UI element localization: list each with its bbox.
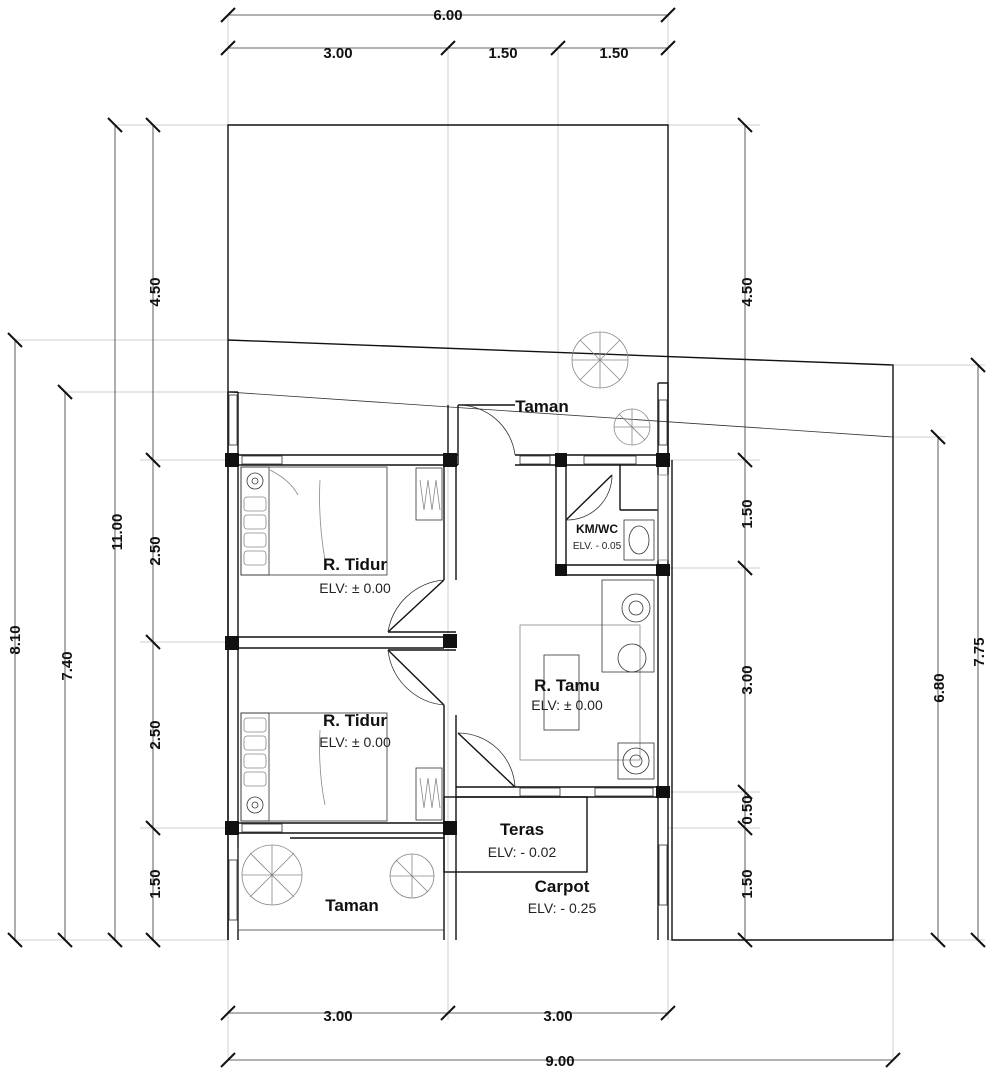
dim-left-seg-1: 4.50 [147,277,164,306]
elv-tamu: ELV: ± 0.00 [531,697,603,713]
dim-left-seg-2: 2.50 [147,536,164,565]
plant-bottom-shrub [241,844,303,906]
left-dimension-outer: 8.10 [7,332,24,948]
dim-right-mid: 6.80 [931,673,948,702]
label-kmwc: KM/WC [576,522,618,536]
plant-top-tree [613,408,651,446]
left-dimension-total: 11.00 [107,117,126,948]
label-taman-top: Taman [515,397,569,416]
dim-right-seg-3: 3.00 [739,665,756,694]
dim-left-seg-4: 1.50 [147,869,164,898]
toilet-fixtures [623,474,669,561]
plant-top-shrub [571,331,629,389]
label-tamu: R. Tamu [534,676,600,695]
bed-2 [240,712,388,822]
dim-left-mid: 7.40 [59,651,76,680]
dim-top-total: 6.00 [433,7,462,24]
wardrobe-2 [415,767,443,821]
dim-right-seg-1: 4.50 [739,277,756,306]
living-room-set [519,579,655,780]
top-dimension-total: 6.00 [220,7,676,24]
dim-right-seg-4: 0.50 [739,795,756,824]
right-dimension-mid: 6.80 [930,429,948,948]
left-dimension-mid: 7.40 [57,384,76,948]
dim-bottom-total: 9.00 [545,1053,574,1070]
elv-tidur-2: ELV: ± 0.00 [319,734,391,750]
dim-left-outer: 8.10 [7,625,24,654]
right-dimension-outer: 7.75 [970,357,988,948]
elv-teras: ELV: - 0.02 [488,844,557,860]
dim-top-seg-1: 3.00 [323,45,352,62]
top-dimension-chain: 3.00 1.50 1.50 [220,40,676,62]
elv-carpot: ELV: - 0.25 [528,900,597,916]
plant-bottom-tree [389,853,435,899]
right-dimension-chain: 4.50 1.50 3.00 0.50 1.50 [737,117,756,948]
elv-kmwc: ELV. - 0.05 [573,541,622,552]
site-outline [227,124,894,941]
structural-columns [225,453,670,835]
dim-right-seg-2: 1.50 [739,499,756,528]
dim-left-seg-3: 2.50 [147,720,164,749]
dim-right-outer: 7.75 [971,637,988,666]
bottom-dimension-total: 9.00 [220,1052,901,1070]
dim-right-seg-5: 1.50 [739,869,756,898]
dim-top-seg-3: 1.50 [599,45,628,62]
label-tidur-2: R. Tidur [323,711,387,730]
wardrobe-1 [415,467,443,521]
dim-left-total: 11.00 [109,514,126,551]
label-tidur-1: R. Tidur [323,555,387,574]
elv-tidur-1: ELV: ± 0.00 [319,580,391,596]
windows [228,394,668,921]
dim-top-seg-2: 1.50 [488,45,517,62]
dim-bottom-seg-1: 3.00 [323,1008,352,1025]
label-teras: Teras [500,820,544,839]
left-dimension-chain: 4.50 2.50 2.50 1.50 [145,117,164,948]
bottom-dimension-chain: 3.00 3.00 [220,1005,676,1025]
label-taman-bottom: Taman [325,896,379,915]
doors [387,404,613,788]
dim-bottom-seg-2: 3.00 [543,1008,572,1025]
bed-1 [240,466,388,576]
label-carpot: Carpot [535,877,590,896]
